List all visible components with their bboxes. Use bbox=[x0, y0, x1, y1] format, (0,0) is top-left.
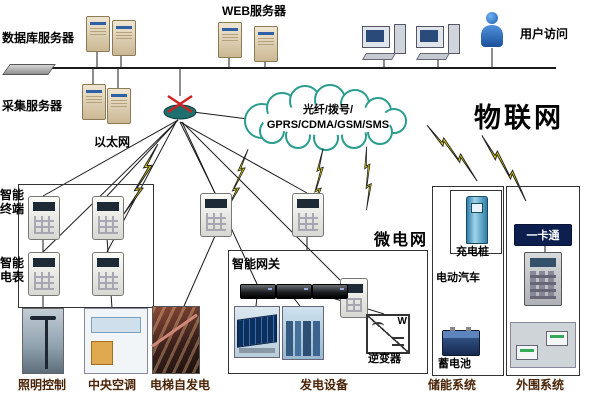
smart-meter-icon bbox=[28, 196, 60, 240]
label-battery: 蓄电池 bbox=[438, 358, 471, 370]
label-smart-terminal: 智能终端 bbox=[0, 188, 25, 217]
generation-group-box bbox=[228, 250, 428, 374]
card-reader-panel bbox=[510, 322, 576, 368]
collector-hub-icon bbox=[2, 64, 56, 75]
ethernet-switch-icon bbox=[163, 94, 197, 120]
collect-server-icon bbox=[107, 88, 131, 124]
label-generation: 发电设备 bbox=[300, 378, 349, 392]
smart-terminal-group-box bbox=[18, 184, 154, 308]
label-elevator-selfgen: 电梯自发电 bbox=[150, 378, 211, 392]
streetlight-image bbox=[22, 308, 64, 374]
label-web-server: WEB服务器 bbox=[222, 4, 286, 18]
label-charging-pile: 充电桩 bbox=[456, 246, 489, 258]
smart-meter-icon bbox=[200, 193, 232, 237]
user-computer-icon bbox=[415, 24, 462, 62]
iot-title: 物联网 bbox=[474, 103, 564, 133]
collect-server-icon bbox=[82, 84, 106, 120]
user-computer-icon bbox=[361, 24, 408, 62]
smart-meter-icon bbox=[292, 193, 324, 237]
escalator-image bbox=[152, 306, 200, 374]
smart-meter-icon bbox=[92, 196, 124, 240]
label-central-ac: 中央空调 bbox=[88, 378, 137, 392]
card-reader-icon bbox=[516, 345, 538, 360]
label-peripheral: 外围系统 bbox=[516, 378, 565, 392]
label-smart-gateway: 智能网关 bbox=[232, 257, 281, 271]
label-user-access: 用户访问 bbox=[520, 27, 569, 41]
smart-gateway-icon bbox=[240, 284, 276, 299]
one-card-sign: 一卡通 bbox=[514, 224, 572, 246]
label-db-server: 数据库服务器 bbox=[2, 31, 75, 45]
label-collect-server: 采集服务器 bbox=[2, 99, 63, 113]
label-electric-vehicle: 电动汽车 bbox=[436, 272, 480, 284]
label-lighting-control: 照明控制 bbox=[18, 378, 67, 392]
database-server-icon bbox=[112, 20, 136, 56]
label-inverter: 逆变器 bbox=[368, 353, 401, 365]
tower-icon bbox=[448, 24, 460, 54]
keyboard-icon bbox=[361, 53, 397, 60]
smart-gateway-icon bbox=[312, 284, 348, 299]
solar-panel-image bbox=[234, 306, 280, 358]
hvac-schematic-image bbox=[84, 308, 148, 374]
cloud-line2: GPRS/CDMA/GSM/SMS bbox=[266, 119, 390, 132]
keypad-terminal-icon bbox=[524, 252, 562, 306]
cloud-label: 光纤/拨号/ GPRS/CDMA/GSM/SMS bbox=[253, 103, 403, 134]
web-server-icon bbox=[218, 22, 242, 58]
cloud-line1: 光纤/拨号/ bbox=[302, 104, 354, 116]
battery-icon bbox=[442, 327, 480, 356]
network-lines bbox=[25, 48, 556, 315]
label-storage: 储能系统 bbox=[428, 378, 477, 392]
user-person-icon bbox=[479, 12, 505, 48]
storage-group-box bbox=[432, 186, 504, 376]
tower-icon bbox=[394, 24, 406, 54]
microgrid-title: 微电网 bbox=[374, 232, 429, 249]
monitor-icon bbox=[416, 26, 444, 48]
smart-meter-icon bbox=[92, 252, 124, 296]
inverter-icon: W bbox=[366, 314, 410, 354]
cloud-shape bbox=[244, 84, 407, 151]
web-server-icon bbox=[254, 26, 278, 62]
database-server-icon bbox=[86, 16, 110, 52]
charging-pile-icon bbox=[466, 196, 488, 244]
label-ethernet: 以太网 bbox=[94, 135, 131, 149]
keyboard-icon bbox=[415, 53, 451, 60]
card-reader-icon bbox=[546, 331, 568, 346]
buildings-image bbox=[282, 306, 324, 360]
charging-pile-box bbox=[450, 190, 502, 254]
label-smart-meter: 智能电表 bbox=[0, 256, 25, 285]
smart-meter-icon bbox=[28, 252, 60, 296]
monitor-icon bbox=[362, 26, 390, 48]
smart-gateway-icon bbox=[276, 284, 312, 299]
inverter-w-label: W bbox=[397, 316, 407, 327]
peripheral-group-box bbox=[506, 186, 580, 376]
